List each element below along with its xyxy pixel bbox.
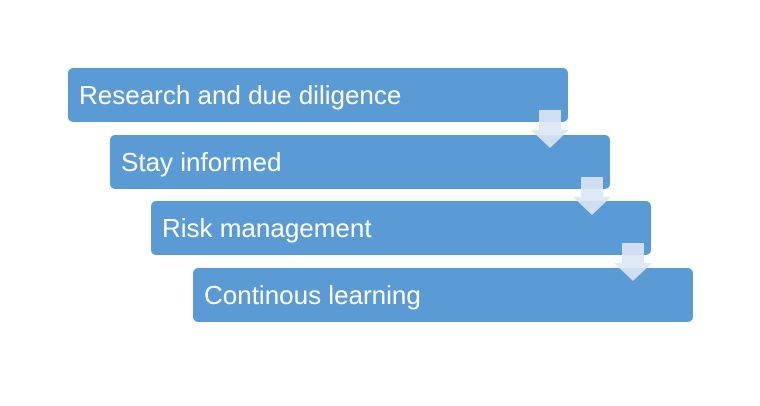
step-continuous-learning: Continous learning xyxy=(193,268,693,322)
down-arrow-icon xyxy=(614,243,652,281)
step-research: Research and due diligence xyxy=(68,68,568,122)
down-arrow-icon xyxy=(531,110,569,148)
step-stay-informed: Stay informed xyxy=(110,135,610,189)
step-risk-management: Risk management xyxy=(151,201,651,255)
down-arrow-icon xyxy=(573,177,611,215)
